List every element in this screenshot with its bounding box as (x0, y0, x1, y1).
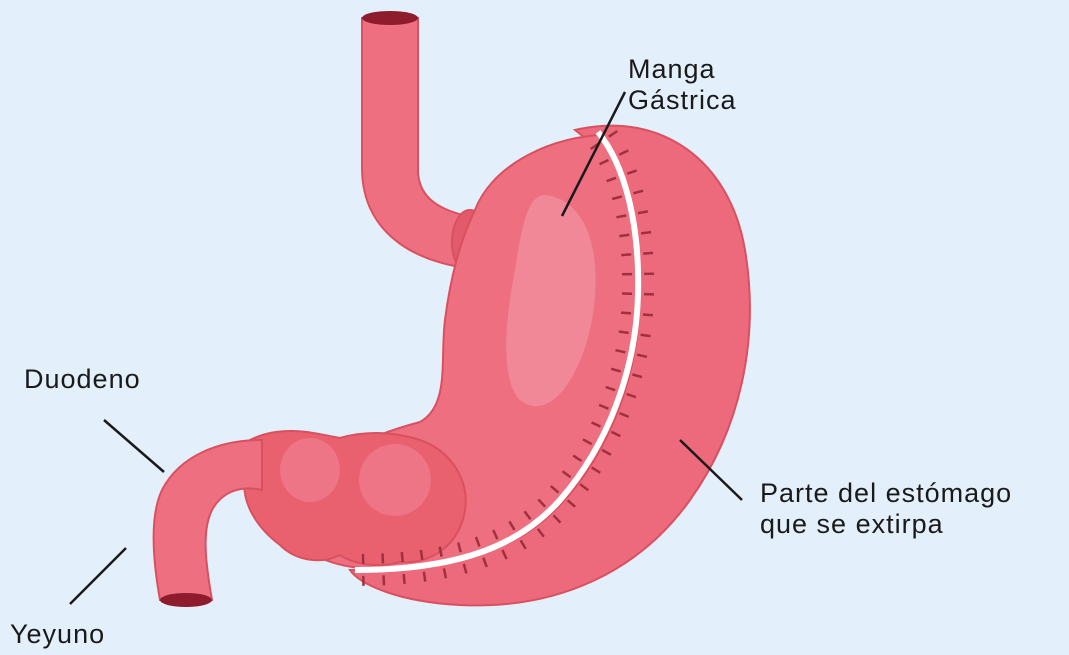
duodenum-tube (154, 440, 263, 600)
label-manga-gastrica: Manga Gástrica (628, 54, 737, 116)
suture-tick (638, 211, 648, 213)
jejunum-opening (160, 593, 212, 607)
suture-tick (404, 574, 405, 584)
label-duodeno-text: Duodeno (24, 364, 141, 395)
suture-tick (641, 232, 651, 233)
suture-tick (641, 335, 651, 336)
suture-tick (421, 550, 422, 560)
suture-tick (424, 572, 425, 582)
bulge-1 (280, 438, 340, 502)
bulge-2 (359, 444, 431, 516)
suture-tick (621, 313, 631, 314)
label-parte-extirpa: Parte del estómago que se extirpa (760, 478, 1012, 540)
label-parte-line2: que se extirpa (760, 509, 1012, 540)
label-parte-line1: Parte del estómago (760, 478, 1012, 509)
suture-tick (619, 332, 629, 333)
label-manga-line1: Manga (628, 54, 737, 85)
suture-tick (643, 315, 653, 316)
label-manga-line2: Gástrica (628, 85, 737, 116)
duodenum-bulges (244, 431, 466, 565)
suture-tick (616, 216, 626, 218)
suture-tick (402, 552, 403, 562)
suture-tick (619, 235, 629, 236)
yeyuno-leader-line (70, 548, 126, 604)
esophagus-opening (362, 11, 418, 25)
suture-tick (621, 254, 631, 255)
suture-tick (384, 575, 385, 585)
label-yeyuno: Yeyuno (10, 619, 105, 650)
label-duodeno: Duodeno (24, 364, 141, 395)
suture-tick (643, 253, 653, 254)
suture-tick (383, 553, 384, 563)
label-yeyuno-text: Yeyuno (10, 619, 105, 650)
duodeno-leader-line (104, 420, 164, 472)
